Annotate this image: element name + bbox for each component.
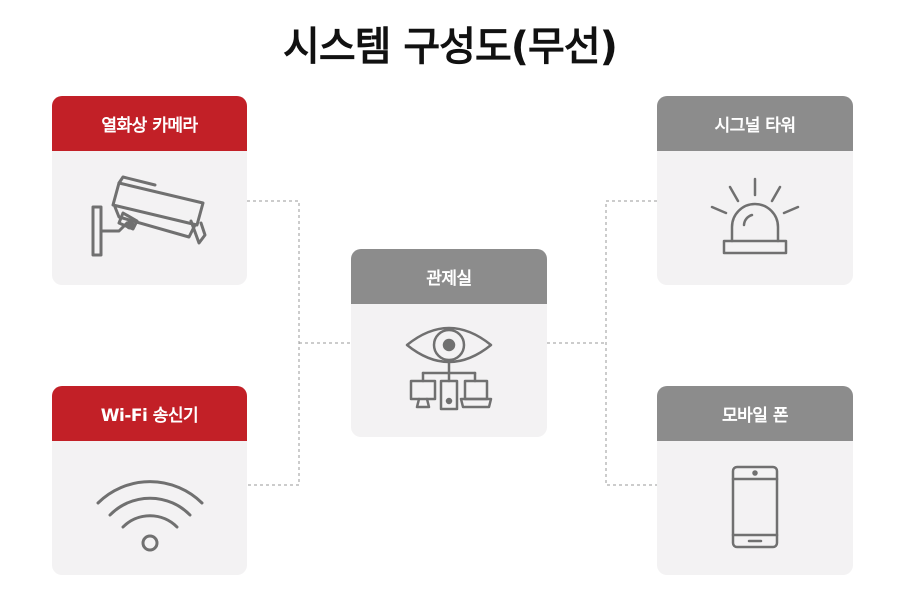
cctv-camera-icon	[91, 175, 206, 257]
right-connector-bracket	[605, 200, 657, 486]
smartphone-icon	[731, 465, 779, 549]
diagram-title: 시스템 구성도(무선)	[283, 24, 618, 70]
signal-tower-card: 시그널 타워	[657, 96, 853, 285]
control-room-header: 관제실	[351, 249, 547, 304]
left-connector-bracket	[247, 200, 300, 486]
thermal-camera-card: 열화상 카메라	[52, 96, 247, 285]
control-room-card: 관제실	[351, 249, 547, 437]
wifi-transmitter-header: Wi-Fi 송신기	[52, 386, 247, 441]
eye-network-icon	[405, 326, 493, 410]
mobile-phone-card: 모바일 폰	[657, 386, 853, 575]
wifi-transmitter-card: Wi-Fi 송신기	[52, 386, 247, 575]
mobile-phone-header: 모바일 폰	[657, 386, 853, 441]
mobile-phone-icon-area	[657, 441, 853, 575]
signal-tower-icon-area	[657, 151, 853, 285]
thermal-camera-header: 열화상 카메라	[52, 96, 247, 151]
control-room-icon-area	[351, 304, 547, 437]
beacon-light-icon	[710, 177, 800, 255]
thermal-camera-icon-area	[52, 151, 247, 285]
wifi-transmitter-icon-area	[52, 441, 247, 575]
signal-tower-header: 시그널 타워	[657, 96, 853, 151]
wifi-icon	[96, 480, 203, 552]
